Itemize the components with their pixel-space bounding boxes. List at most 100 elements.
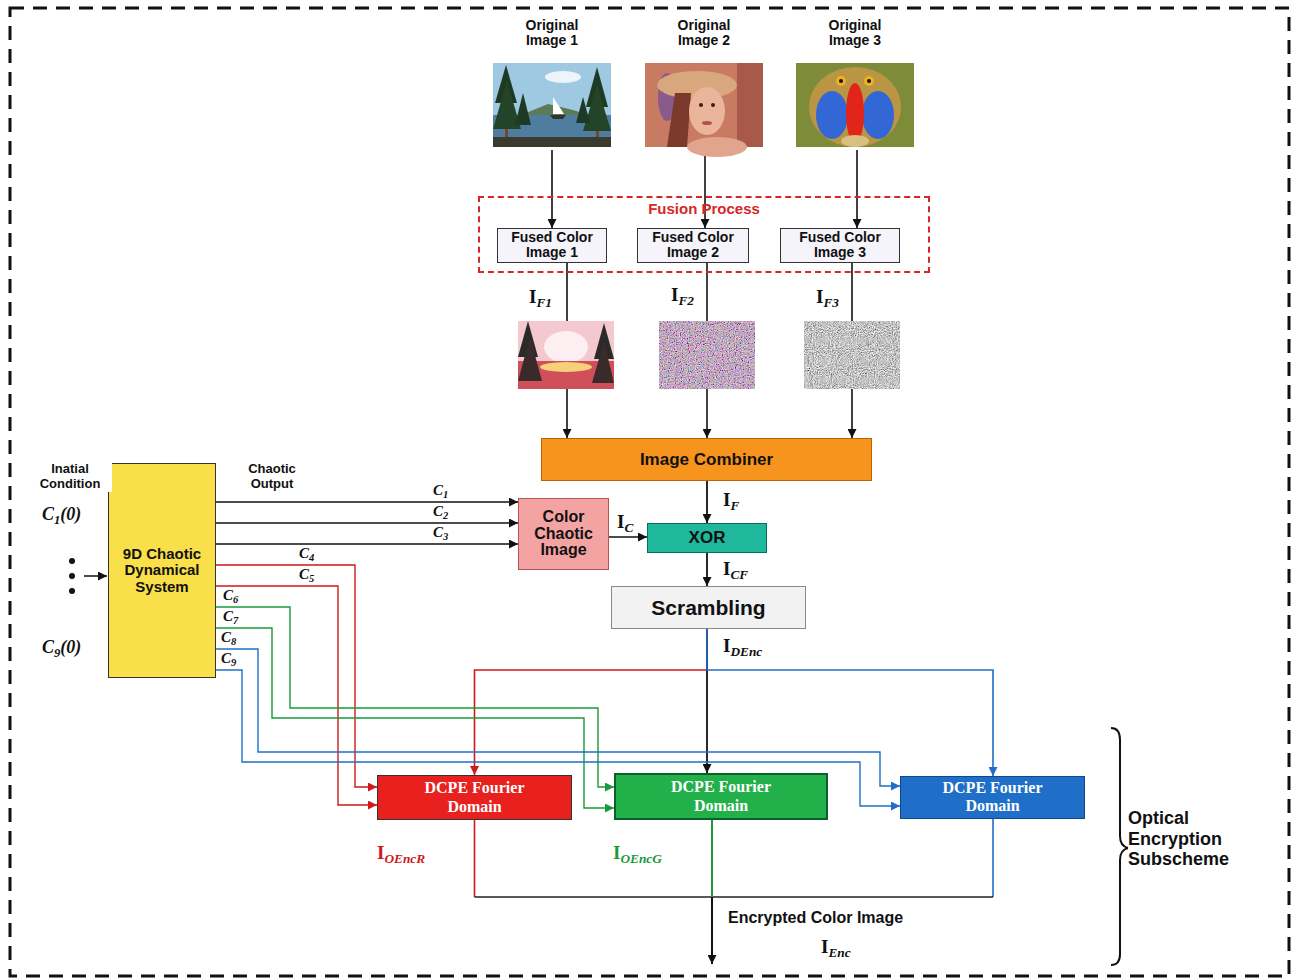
tree — [515, 93, 531, 125]
system-box: 9D Chaotic Dynamical System — [108, 463, 216, 678]
shoulder — [687, 137, 747, 157]
dcpe-box: DCPE Fourier Domain — [614, 773, 828, 820]
signal-name: C9 — [220, 651, 237, 666]
node-text: Original Image 1 — [505, 18, 600, 49]
signal-name: IF1 — [528, 287, 553, 306]
pupil — [839, 79, 843, 83]
operator-box: XOR — [647, 523, 767, 553]
signal-name: C7 — [222, 609, 239, 624]
input-arrow — [84, 575, 107, 577]
connector-arrow — [551, 150, 553, 228]
connector-arrow — [706, 553, 708, 586]
signal-name: C6 — [222, 588, 239, 603]
signal-name: IOEncG — [612, 843, 663, 862]
process-box: Color Chaotic Image — [518, 498, 609, 570]
eye — [699, 103, 703, 107]
node-text: XOR — [689, 528, 726, 548]
signal-name: IEnc — [820, 937, 852, 956]
ellipsis-dot — [69, 588, 75, 594]
fused-reflection — [540, 362, 592, 372]
fur — [809, 67, 901, 147]
muzzle — [841, 135, 869, 147]
signal-name: C8 — [220, 630, 237, 645]
output-arrow — [711, 897, 713, 964]
face — [689, 87, 725, 135]
image-node: Original Image 2 — [640, 18, 768, 150]
process-box: Fused Color Image 1 — [497, 228, 607, 263]
subscript: F3 — [823, 295, 839, 310]
fused-sky — [518, 321, 614, 389]
fused-noise-picture — [659, 321, 755, 389]
subscript: 9 — [54, 646, 60, 660]
fused-tree — [518, 337, 542, 381]
signal-name: ICF — [722, 559, 749, 578]
subscript: 1 — [443, 489, 448, 500]
subscript: C — [624, 520, 633, 535]
subscript: F1 — [536, 295, 552, 310]
connector-arrow — [706, 481, 708, 523]
connector-arrow — [216, 565, 377, 787]
dcpe-box: DCPE Fourier Domain — [900, 776, 1085, 819]
connector-arrow — [216, 586, 377, 805]
process-box: Scrambling — [611, 586, 806, 629]
node-text: DCPE Fourier Domain — [646, 778, 796, 815]
fused-glow — [544, 331, 588, 363]
image-node: Original Image 3 — [791, 18, 919, 150]
subscript: 6 — [233, 594, 238, 605]
ellipsis-dot — [69, 558, 75, 564]
dcpe-box: DCPE Fourier Domain — [377, 775, 572, 820]
cheek — [816, 91, 848, 139]
landscape-picture — [493, 63, 611, 147]
node-text: Scrambling — [651, 596, 765, 620]
node-text: Fused Color Image 1 — [501, 230, 603, 261]
subscript: F — [730, 498, 739, 513]
signal-name: IF2 — [670, 285, 695, 304]
mandrill-picture — [796, 63, 914, 147]
node-text: Color Chaotic Image — [522, 509, 605, 559]
connector-arrow — [216, 501, 518, 502]
subscript: 2 — [443, 510, 448, 521]
fur-background — [796, 63, 914, 147]
tree — [576, 97, 590, 123]
signal-name: IOEncR — [376, 843, 426, 862]
connector-arrow — [216, 543, 518, 544]
eye — [864, 76, 874, 86]
outer-dashed-border — [10, 8, 1289, 976]
boat — [550, 115, 566, 119]
output-wire — [475, 896, 994, 898]
connector-arrow — [609, 536, 647, 538]
node-text: DCPE Fourier Domain — [918, 779, 1068, 816]
background-strip — [737, 63, 763, 147]
node-text: Fused Color Image 2 — [641, 230, 745, 261]
node-text: Original Image 3 — [808, 18, 903, 49]
subscript: Enc — [828, 945, 850, 960]
pupil — [867, 79, 871, 83]
subscript: DEnc — [730, 644, 762, 659]
grey-noise — [804, 321, 900, 389]
subscript: F2 — [678, 293, 694, 308]
curly-bracket — [1111, 728, 1128, 965]
connector-arrow — [216, 607, 614, 787]
signal-name: C1(0) — [42, 505, 81, 523]
fused-tree — [592, 341, 614, 383]
sky — [493, 63, 611, 147]
signal-name: C3 — [432, 525, 449, 540]
fused-picture — [518, 321, 614, 389]
signal-name: C4 — [298, 546, 315, 561]
background — [645, 63, 763, 147]
process-box: Fused Color Image 2 — [637, 228, 749, 263]
subscript: OEncG — [620, 851, 661, 866]
node-text: 9D Chaotic Dynamical System — [113, 546, 211, 596]
node-text: Original Image 2 — [657, 18, 752, 49]
subscript: 1 — [54, 513, 60, 527]
eye — [711, 103, 715, 107]
mouth — [702, 121, 712, 125]
image-node: Original Image 1 — [488, 18, 616, 150]
subscript: 9 — [231, 657, 236, 668]
node-text: Fusion Process — [648, 200, 760, 217]
shore — [493, 137, 611, 147]
subscript: CF — [730, 567, 748, 582]
hair — [667, 93, 691, 147]
sail — [553, 97, 564, 114]
